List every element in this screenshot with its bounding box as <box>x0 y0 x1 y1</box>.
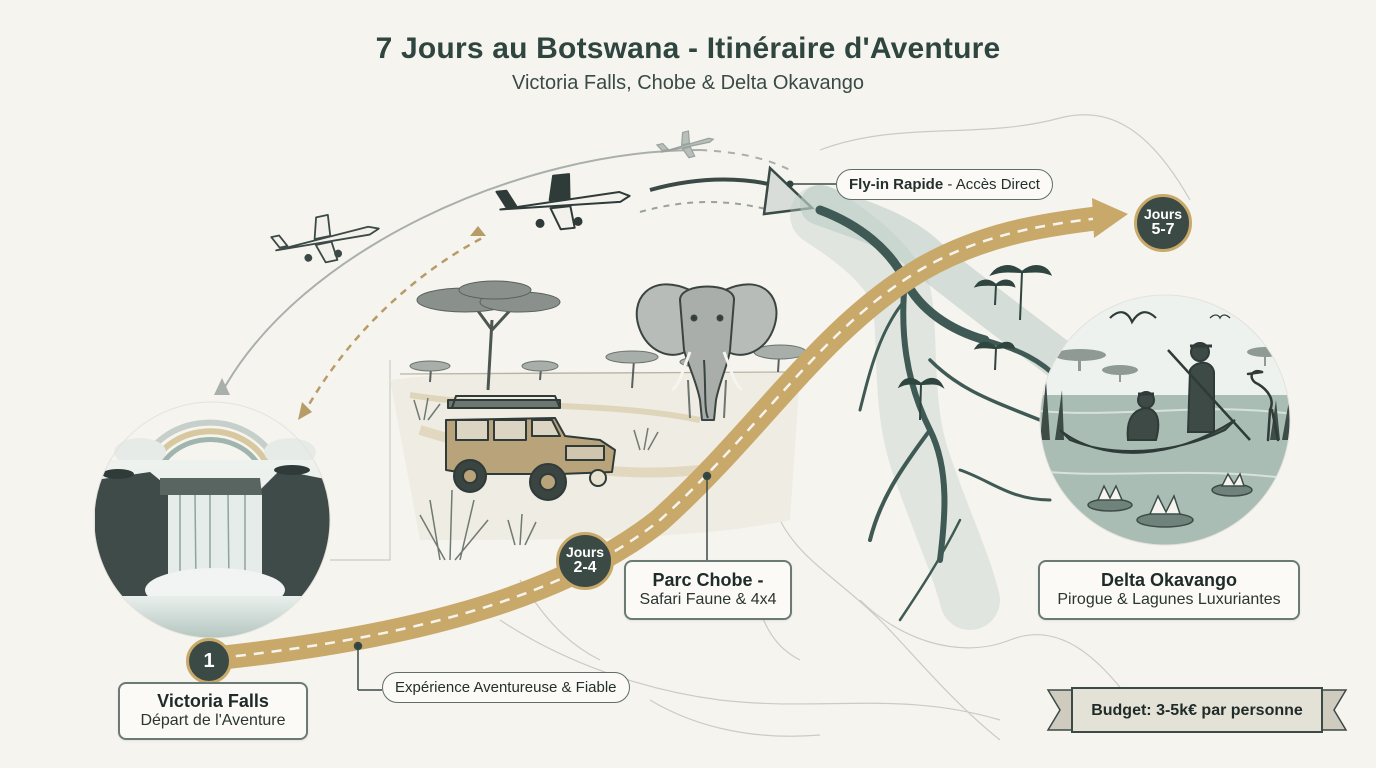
bird-icon <box>1109 311 1231 325</box>
grass-icon <box>413 397 659 561</box>
stop-marker-line1: Jours <box>565 544 605 561</box>
delta-name: Delta Okavango <box>1100 570 1238 591</box>
delta-label: Delta Okavango Pirogue & Lagunes Luxuria… <box>1038 560 1300 620</box>
acacia-tree-icon <box>416 280 561 391</box>
delta-vignette <box>1039 294 1291 546</box>
fly-in-strong: Fly-in Rapide <box>849 176 944 193</box>
airplane-icon <box>655 130 715 159</box>
chobe-desc: Safari Faune & 4x4 <box>639 591 777 609</box>
elephant-icon <box>635 283 778 421</box>
rainbow-icon <box>114 419 316 475</box>
victoria-falls-name: Victoria Falls <box>157 691 269 712</box>
heron-icon <box>1246 369 1280 442</box>
airplane-icon <box>495 173 631 231</box>
palm-tree-icon <box>897 265 1053 421</box>
page-title: 7 Jours au Botswana - Itinéraire d'Avent… <box>375 32 1001 65</box>
stop-marker-delta: Jours 5-7 <box>1134 194 1192 252</box>
stop-marker-line2: 5-7 <box>1151 220 1175 238</box>
page-subtitle: Victoria Falls, Chobe & Delta Okavango <box>511 72 865 94</box>
stop-marker-line2: 2-4 <box>573 558 597 576</box>
chobe-label: Parc Chobe - Safari Faune & 4x4 <box>624 560 792 620</box>
victoria-falls-label: Victoria Falls Départ de l'Aventure <box>118 682 308 740</box>
fly-in-arrow <box>649 165 836 216</box>
airplane-icon <box>270 213 380 264</box>
flight-arc-inner <box>298 201 771 420</box>
canoe-icon <box>1059 342 1251 454</box>
experience-callout: Expérience Aventureuse & Fiable <box>382 672 630 703</box>
stop-marker-label: 1 <box>203 649 215 672</box>
safari-jeep-icon <box>445 395 616 501</box>
stop-marker-line1: Jours <box>1143 206 1183 223</box>
main-route <box>188 198 1128 672</box>
victoria-falls-desc: Départ de l'Aventure <box>140 712 286 730</box>
fly-in-rest: - Accès Direct <box>943 176 1040 193</box>
budget-banner-icon <box>1046 687 1348 733</box>
leader-lines <box>353 471 712 691</box>
flight-arc-outer <box>214 149 791 395</box>
fly-in-callout: Fly-in Rapide - Accès Direct <box>836 169 1053 200</box>
delta-desc: Pirogue & Lagunes Luxuriantes <box>1057 591 1281 609</box>
budget-banner: Budget: 3-5k€ par personne <box>1091 702 1303 719</box>
stop-marker-victoria: 1 <box>186 638 232 684</box>
water-lily-icon <box>1087 472 1253 528</box>
chobe-name: Parc Chobe - <box>652 570 764 591</box>
victoria-falls-vignette <box>93 401 331 639</box>
stop-marker-chobe: Jours 2-4 <box>556 532 614 590</box>
